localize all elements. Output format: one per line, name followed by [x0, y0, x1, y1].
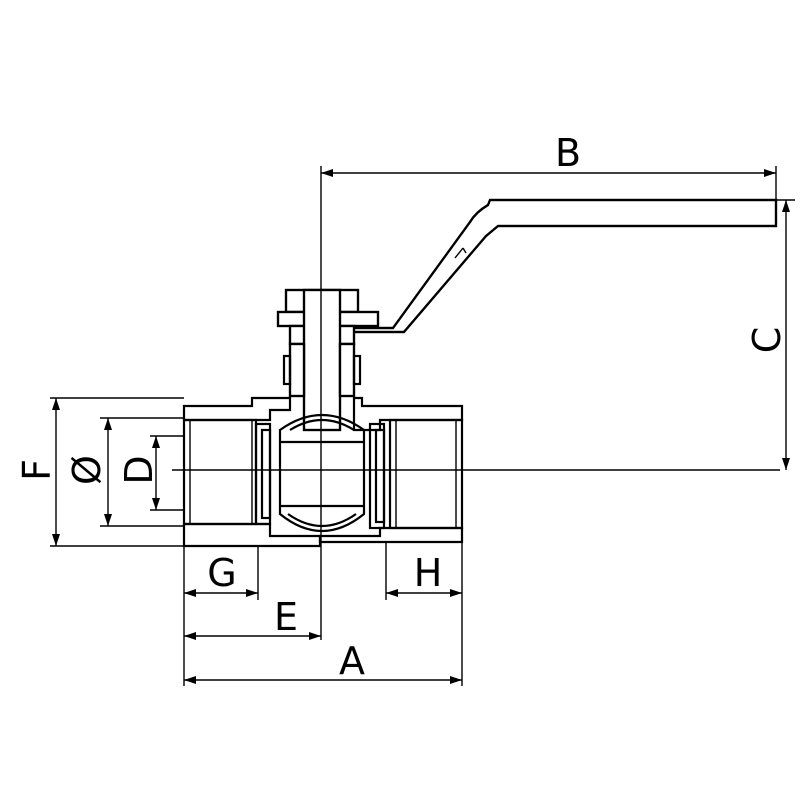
label-C: C	[745, 327, 789, 354]
label-A: A	[339, 639, 365, 683]
label-F: F	[15, 459, 59, 481]
dimension-lines	[50, 166, 795, 686]
label-G: G	[207, 551, 236, 595]
label-H: H	[414, 551, 443, 595]
center-lines	[172, 166, 780, 640]
label-diameter: Ø	[65, 455, 109, 485]
lever-handle	[338, 198, 778, 334]
label-D: D	[117, 455, 161, 484]
dimension-labels: B C F Ø D G H E A	[15, 131, 789, 683]
label-B: B	[555, 131, 581, 175]
stem-assembly	[276, 288, 380, 432]
valve-body	[182, 396, 464, 548]
label-E: E	[274, 595, 298, 639]
